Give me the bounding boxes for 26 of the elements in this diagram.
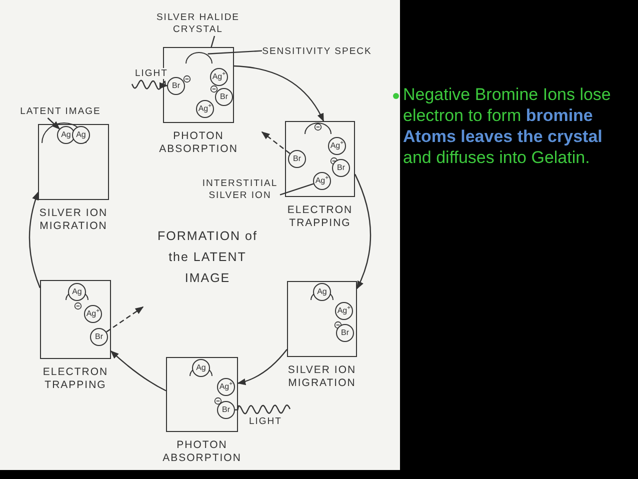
cycle-arrow xyxy=(110,350,166,392)
edge-label: LIGHT xyxy=(134,68,169,79)
stage-caption: SILVER ION MIGRATION xyxy=(286,364,358,390)
leader-line xyxy=(47,118,60,130)
stage-caption: ELECTRON TRAPPING xyxy=(286,204,354,230)
light-wave xyxy=(234,404,291,414)
cycle-arrow xyxy=(237,349,288,385)
callout-text: LATENT IMAGE xyxy=(18,106,103,118)
callout-text: SENSITIVITY SPECK xyxy=(262,46,372,58)
cycle-arrow xyxy=(354,174,372,290)
leader-line xyxy=(210,36,216,48)
callout-text: SILVER HALIDE CRYSTAL xyxy=(143,12,253,36)
edge-label: LIGHT xyxy=(248,416,283,427)
dashed-arrow xyxy=(106,306,144,332)
stage-caption: PHOTON ABSORPTION xyxy=(158,130,239,156)
diagram-title: FORMATION of the LATENT IMAGE xyxy=(156,228,258,287)
stage-caption: ELECTRON TRAPPING xyxy=(42,366,110,392)
cycle-arrow xyxy=(234,65,324,122)
light-wave xyxy=(131,80,168,90)
callout-text: INTERSTITIAL SILVER ION xyxy=(200,178,280,202)
leader-line xyxy=(208,50,262,54)
stage-caption: SILVER ION MIGRATION xyxy=(38,207,109,233)
cycle-arrow xyxy=(28,192,41,288)
bullet-text: Negative Bromine Ions lose electron to form bromine Atoms leaves the crystal and diffuses into Gelatin. xyxy=(403,84,612,168)
stage-caption: PHOTON ABSORPTION xyxy=(162,439,242,465)
dashed-arrow xyxy=(261,131,290,154)
